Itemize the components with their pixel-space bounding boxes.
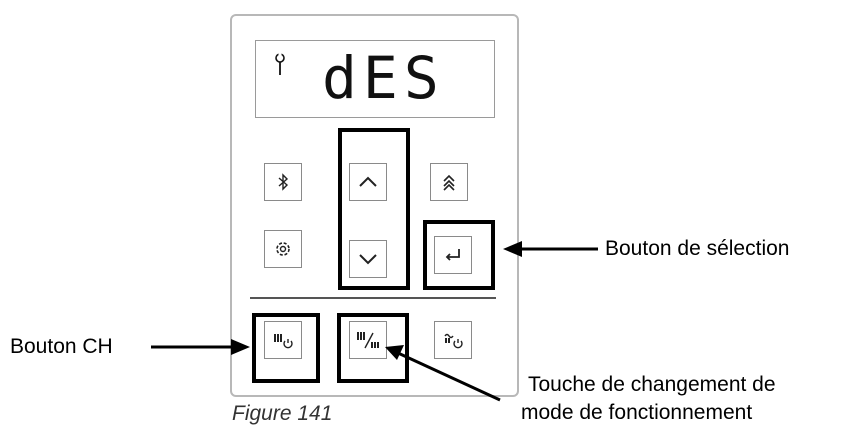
boost-button[interactable] (430, 163, 468, 201)
selection-button-label: Bouton de sélection (605, 237, 790, 260)
double-chevron-up-icon (443, 174, 455, 191)
divider (250, 297, 496, 299)
ch-button-label: Bouton CH (10, 335, 113, 358)
gear-icon (276, 242, 290, 256)
enter-button[interactable] (434, 236, 472, 274)
lcd-display: dES (255, 40, 495, 118)
mode-label-line1: Touche de changement de (528, 373, 776, 396)
mode-highlight-box (337, 313, 409, 383)
bluetooth-button[interactable] (264, 163, 302, 201)
selection-highlight-box (423, 220, 495, 290)
chevron-down-icon (359, 254, 377, 265)
navigation-highlight-box (338, 128, 410, 290)
selection-arrow (503, 241, 598, 257)
ch-button[interactable] (264, 321, 302, 359)
figure-caption: Figure 141 (232, 402, 333, 425)
ch-arrow (151, 339, 250, 355)
wrench-icon (275, 53, 285, 75)
ch-power-icon (274, 334, 293, 349)
up-button[interactable] (349, 163, 387, 201)
chevron-up-icon (359, 176, 377, 187)
display-readout: dES (322, 44, 445, 112)
down-button[interactable] (349, 240, 387, 278)
mode-switch-icon (357, 332, 379, 349)
ch-highlight-box (252, 313, 320, 383)
mode-arrow (385, 345, 501, 402)
bluetooth-icon (278, 173, 289, 191)
enter-icon (445, 249, 460, 261)
settings-button[interactable] (264, 230, 302, 268)
mode-label-line2: mode de fonctionnement (521, 401, 753, 424)
dhw-power-icon (444, 333, 463, 349)
mode-button[interactable] (349, 321, 387, 359)
dhw-button[interactable] (434, 321, 472, 359)
